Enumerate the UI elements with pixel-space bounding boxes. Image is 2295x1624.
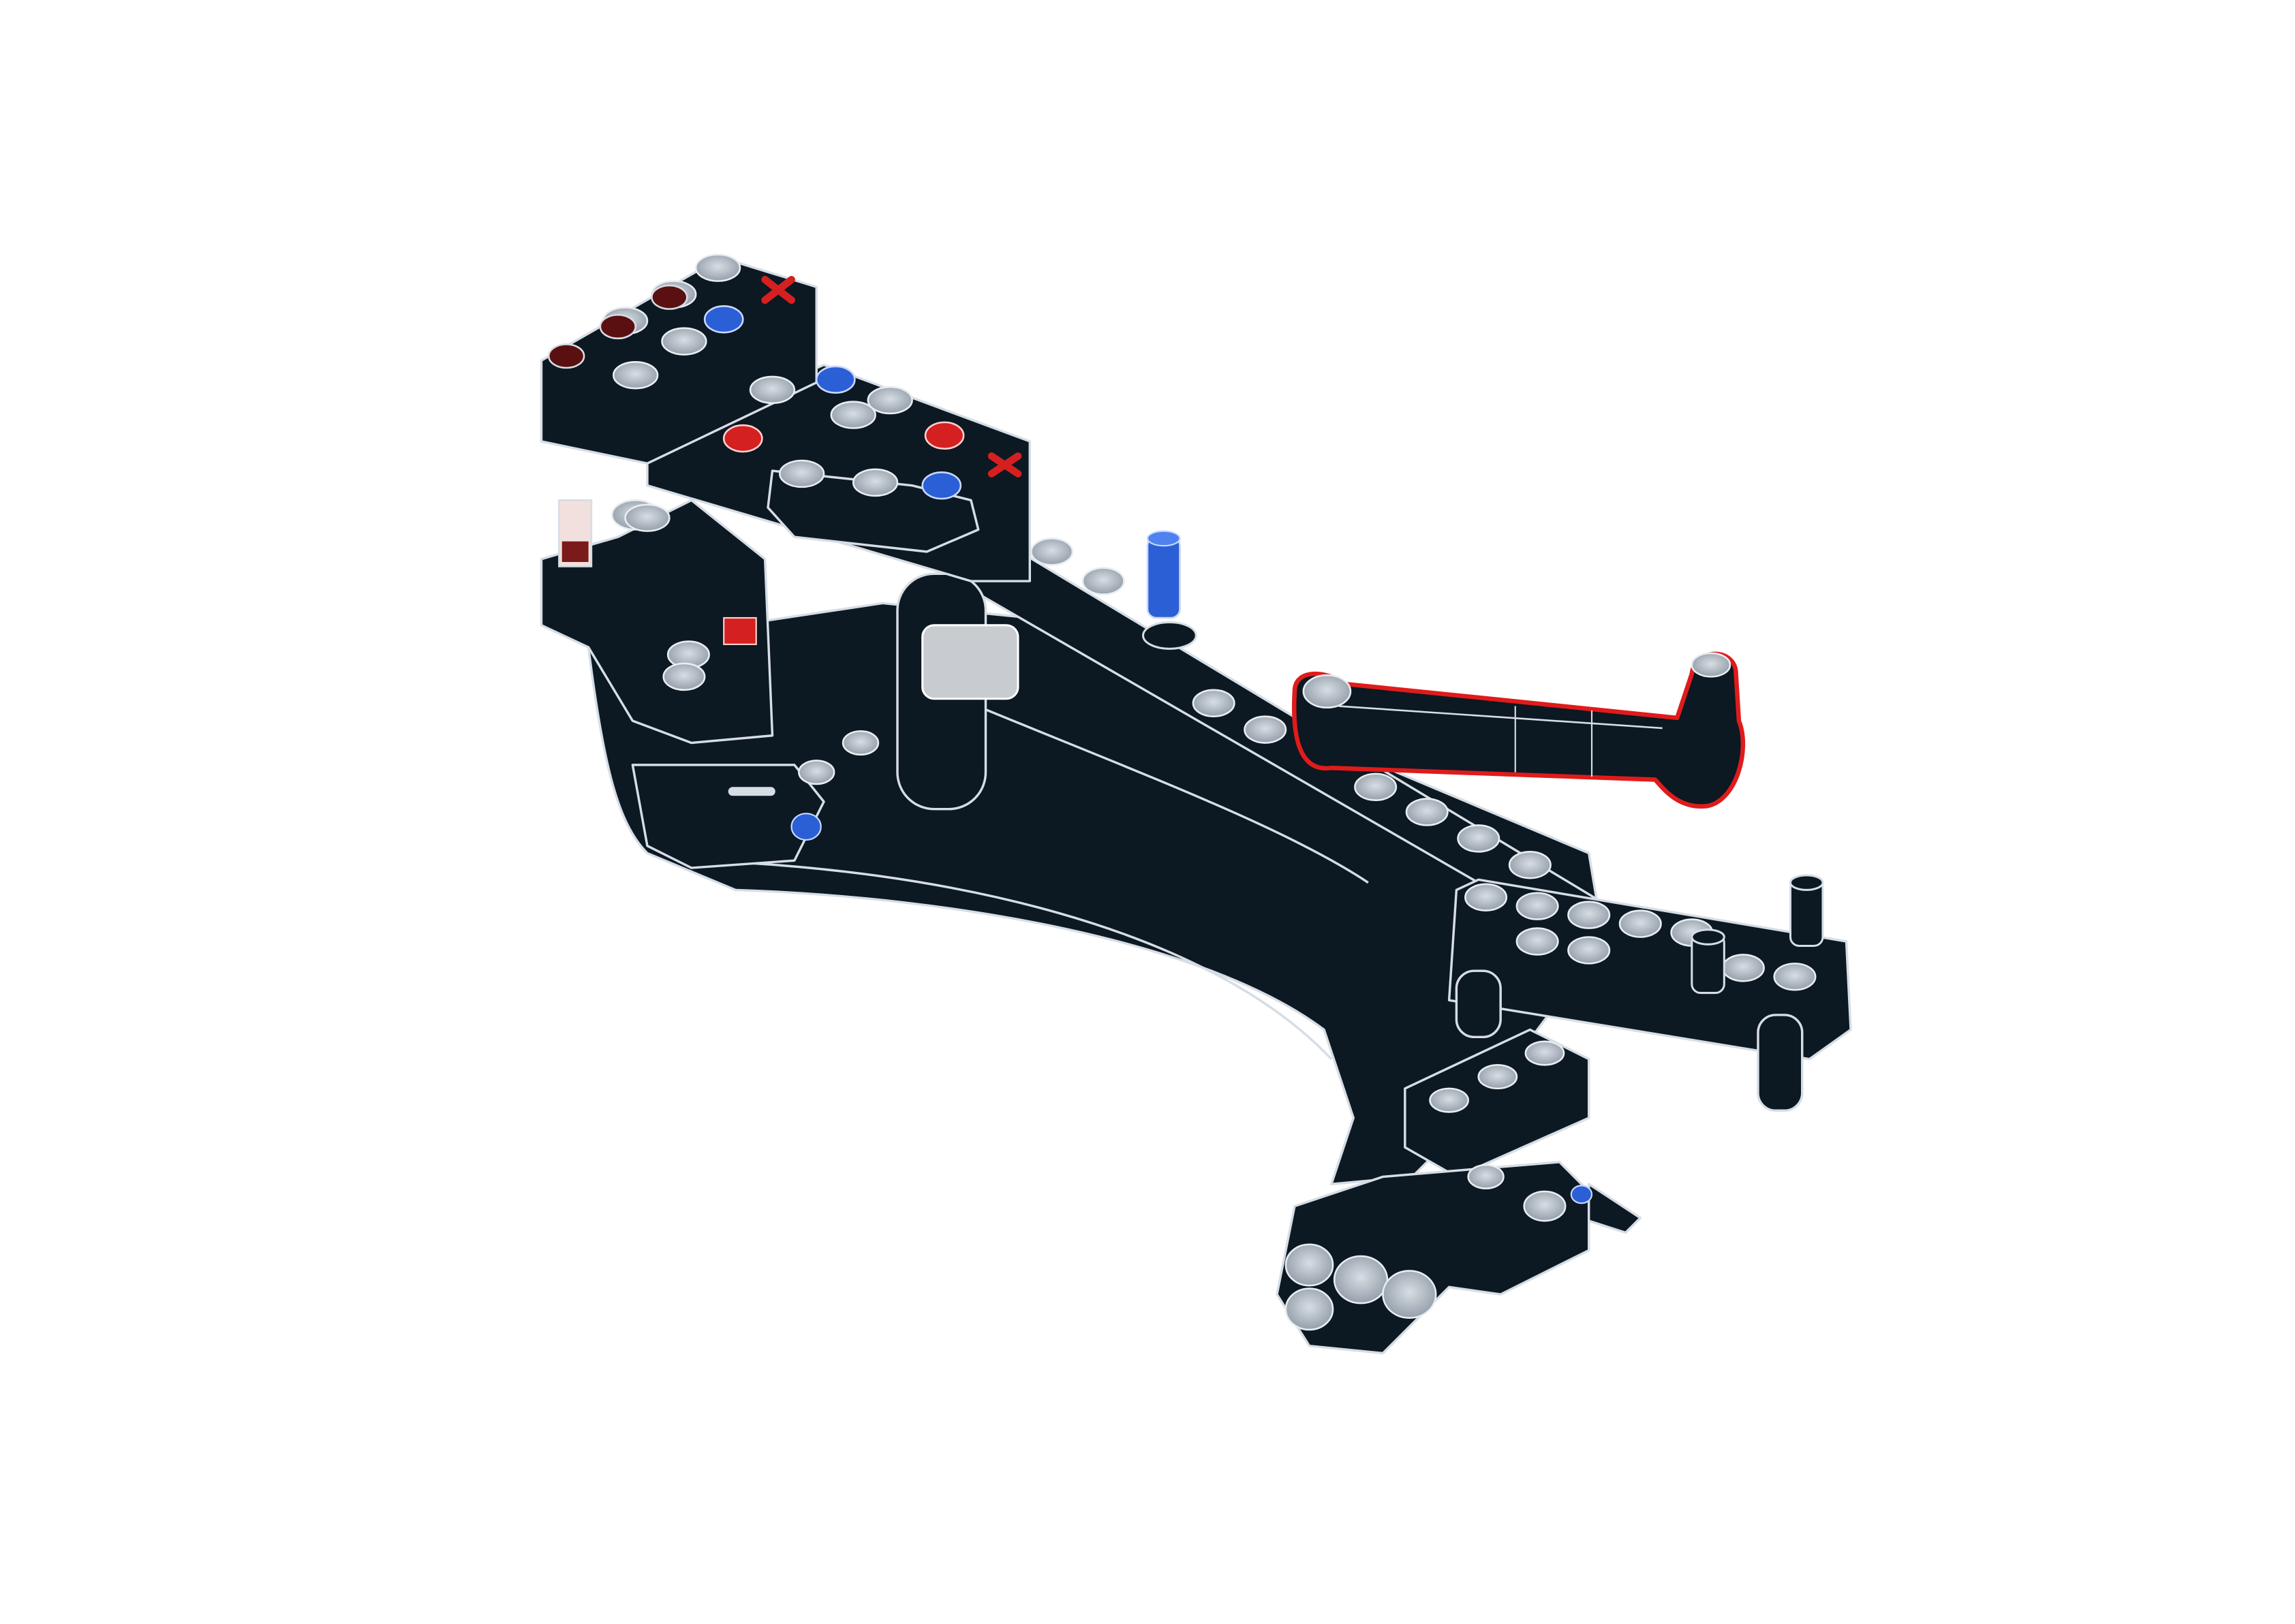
- beam-hole: [1030, 537, 1074, 566]
- lower-beam-holes: [1429, 1040, 1565, 1113]
- axle-marker-icon: [1284, 1243, 1334, 1287]
- beam-leg: [1757, 1014, 1804, 1112]
- dark-red-axle-end: [561, 541, 589, 562]
- beam-hole: [1081, 567, 1125, 595]
- beam-hole: [867, 386, 913, 415]
- connector-pin-icon: [651, 284, 688, 310]
- lower-short-beam: [1404, 1028, 1590, 1178]
- connector-hole: [1382, 1270, 1437, 1319]
- connector-pin-icon: [548, 343, 585, 369]
- beam-hole: [1457, 824, 1500, 853]
- beam-hole: [1405, 798, 1449, 826]
- beam-hole: [1515, 927, 1559, 956]
- connector-pin-icon: [722, 424, 763, 453]
- connector-pin-icon: [599, 313, 636, 340]
- beam-hole: [662, 662, 706, 691]
- technic-frame-icon: [587, 602, 1605, 1185]
- connector-holes: [1284, 1164, 1567, 1331]
- red-axle-connector: [723, 616, 757, 645]
- beam-hole: [1515, 892, 1559, 920]
- connector-pin-icon: [1142, 530, 1197, 650]
- beam-hole: [1244, 715, 1287, 744]
- beam-hole: [612, 361, 659, 390]
- beam-hole: [1429, 1087, 1469, 1113]
- connector-hole: [1284, 1287, 1334, 1331]
- beam-hole: [1691, 652, 1731, 678]
- technic-beam-icon: [540, 256, 1032, 582]
- beam-hole: [624, 503, 671, 532]
- connector-pin-icon: [703, 305, 744, 334]
- connector-pin-icon: [790, 813, 822, 841]
- beam-hole: [842, 730, 880, 756]
- frame-inner-curve: [691, 859, 1333, 1060]
- beam-hole: [830, 401, 876, 429]
- connector-body: [1276, 1161, 1590, 1355]
- beam-hole: [798, 760, 835, 785]
- beam-hole: [1567, 936, 1611, 965]
- angled-fin: [1587, 1183, 1642, 1234]
- beam-hole: [1773, 963, 1817, 991]
- connector-pin-icon: [924, 421, 965, 450]
- beam-hole: [1464, 883, 1508, 911]
- diagonal-beam-holes: [1030, 537, 1552, 879]
- beam-hole: [1477, 1064, 1518, 1090]
- beam-hole: [1354, 772, 1398, 802]
- axle-marker-icon: [761, 276, 1022, 478]
- beam-hole: [778, 459, 825, 488]
- connector-hole: [1467, 1164, 1505, 1189]
- beam-leg: [1455, 969, 1502, 1039]
- bottom-connector-block: [1276, 1161, 1642, 1355]
- front-rounded-foot: [631, 764, 825, 869]
- beam-hole: [1192, 689, 1235, 717]
- technic-beam-icon: [1404, 1028, 1590, 1178]
- beam-hole: [661, 327, 707, 356]
- beam-hole: [1567, 901, 1611, 929]
- beam-hole: [1721, 954, 1765, 982]
- beam-hole: [1302, 674, 1352, 709]
- slot-marking: [728, 787, 775, 796]
- beam-hole: [1524, 1040, 1565, 1066]
- frame-inner-curve-2: [941, 690, 1369, 884]
- technic-beam-icon: [1447, 878, 1852, 1112]
- rear-beam-holes: [1464, 883, 1817, 991]
- rear-cross-beam: [1447, 878, 1852, 1061]
- connector-pin-icon: [1570, 1185, 1593, 1204]
- beam-hole: [694, 253, 741, 282]
- top-pins: [548, 284, 965, 500]
- connector-pin-icon: [815, 365, 856, 394]
- beam-hole: [1618, 909, 1662, 938]
- connector-pin-icon: [921, 471, 962, 500]
- connector-hole: [1523, 1190, 1567, 1222]
- connector-pin-icon: [1691, 874, 1824, 995]
- beam-hole: [749, 375, 796, 405]
- highlighted-new-part: [1292, 651, 1746, 809]
- gray-bushing: [921, 624, 1019, 700]
- connector-hole: [1333, 1255, 1389, 1305]
- curved-frame-body: [587, 602, 1605, 1185]
- beam-hole: [1508, 850, 1552, 879]
- beam-hole: [852, 468, 899, 497]
